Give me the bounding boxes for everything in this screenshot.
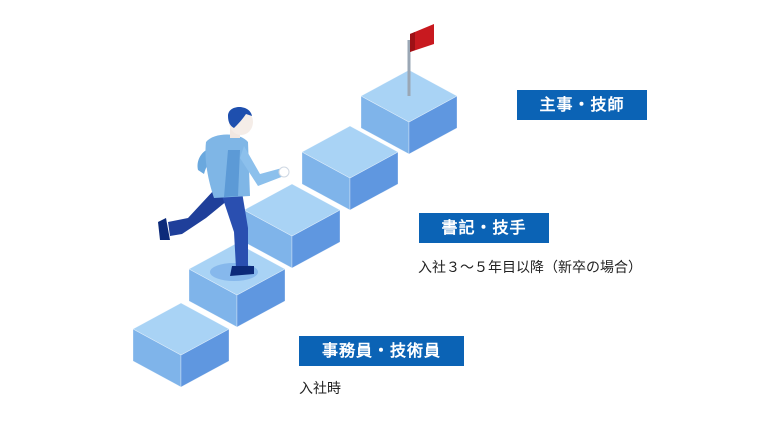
stage-3-title: 主事・技師 [517, 90, 647, 120]
stage-2-title: 書記・技手 [419, 213, 549, 243]
stage-1-title: 事務員・技術員 [299, 336, 464, 366]
step-block [301, 125, 399, 211]
red-flag-icon [407, 24, 434, 96]
step-block [132, 302, 230, 388]
running-person-icon [158, 107, 290, 276]
staircase [132, 69, 458, 388]
step-block [243, 183, 341, 269]
stage-2-note: 入社３～５年目以降（新卒の場合） [418, 260, 642, 276]
stage-1-note: 入社時 [299, 381, 341, 397]
